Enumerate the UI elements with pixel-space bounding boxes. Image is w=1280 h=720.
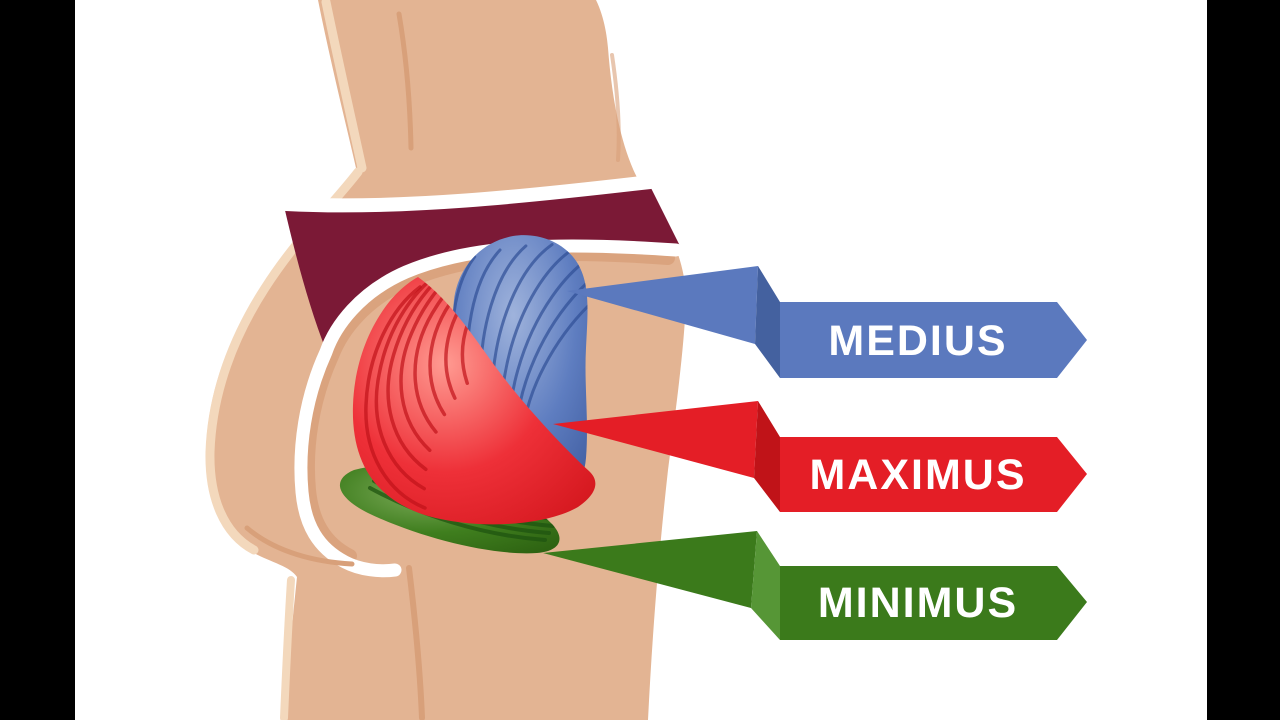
spine-crease bbox=[396, 11, 414, 151]
maximus-callout: MAXIMUS bbox=[553, 401, 1087, 512]
letterbox-right bbox=[1207, 0, 1280, 720]
gluteus-maximus-body bbox=[352, 277, 596, 525]
leg-edge-highlight bbox=[280, 576, 295, 720]
gluteus-maximus-muscle bbox=[352, 277, 596, 525]
maximus-banner bbox=[780, 437, 1087, 512]
letterbox-left bbox=[0, 0, 75, 720]
minimus-banner bbox=[780, 566, 1087, 640]
medius-banner bbox=[780, 302, 1087, 378]
waistband-outline bbox=[279, 175, 657, 213]
medius-pointer-wedge bbox=[567, 266, 758, 344]
cheek-crease bbox=[244, 525, 355, 567]
maximus-pointer-fold bbox=[754, 401, 780, 512]
thigh-crease bbox=[406, 565, 425, 720]
maximus-label: MAXIMUS bbox=[809, 451, 1026, 499]
underwear bbox=[284, 186, 680, 350]
minimus-pointer-wedge bbox=[543, 531, 757, 608]
minimus-callout: MINIMUS bbox=[543, 531, 1087, 640]
minimus-pointer-fold bbox=[751, 531, 780, 640]
minimus-label: MINIMUS bbox=[818, 579, 1018, 627]
muscle-group bbox=[339, 235, 596, 554]
torso-edge-highlight bbox=[321, 0, 367, 173]
front-waist-crease bbox=[610, 53, 621, 162]
medius-callout: MEDIUS bbox=[567, 266, 1087, 378]
medius-label: MEDIUS bbox=[828, 317, 1007, 365]
maximus-pointer-wedge bbox=[553, 401, 758, 478]
medius-pointer-fold bbox=[755, 266, 780, 378]
